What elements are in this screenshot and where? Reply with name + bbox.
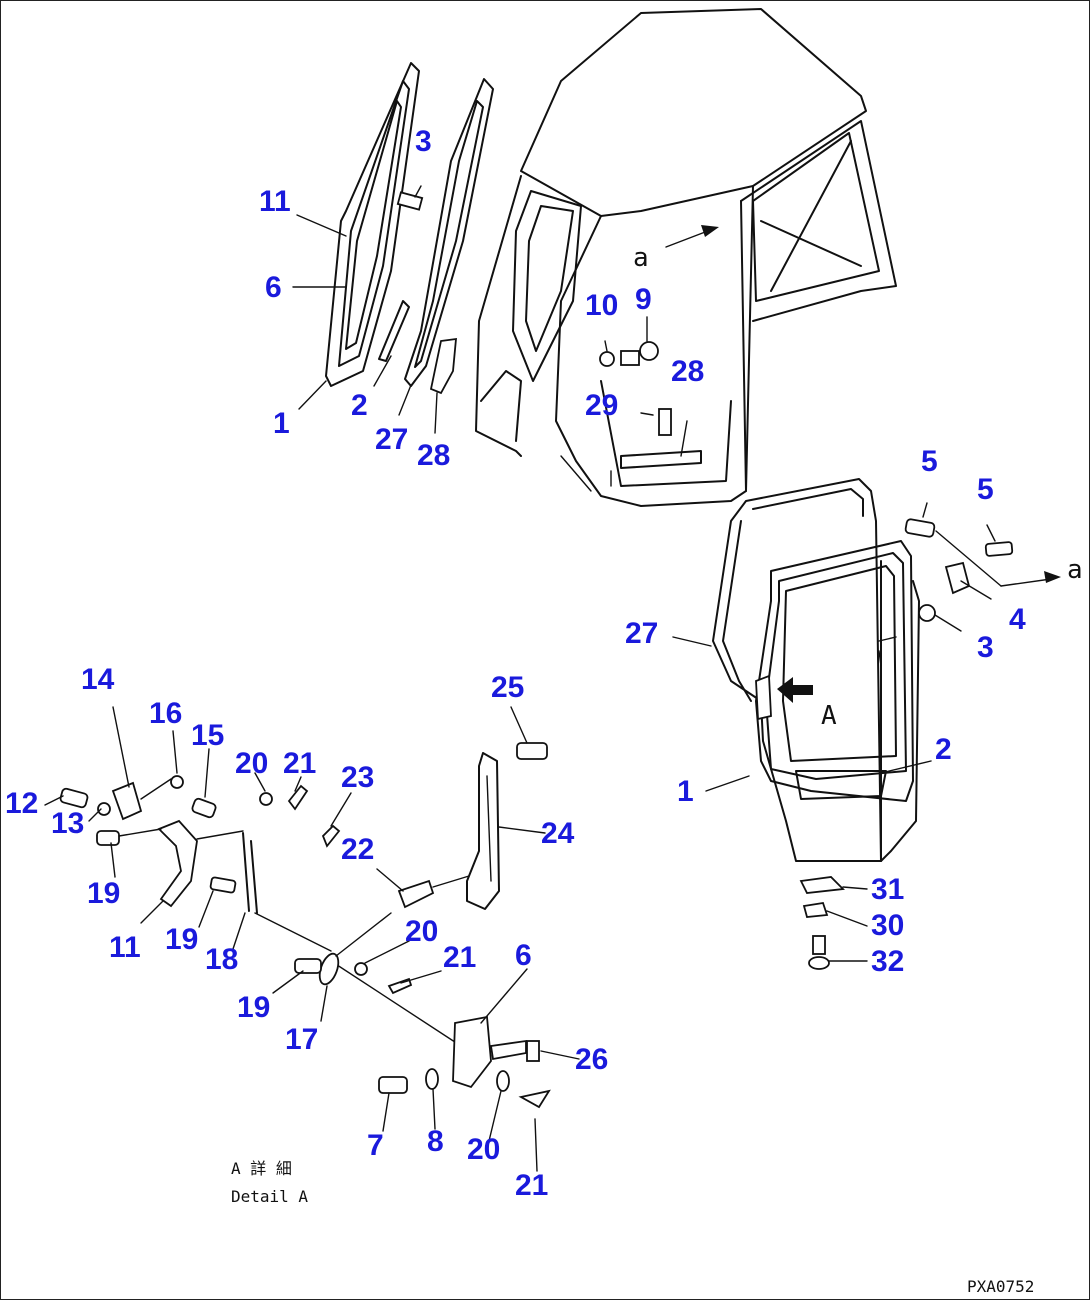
view-arrow-A — [777, 677, 813, 703]
callout-21-b: 21 — [443, 941, 477, 974]
right-door — [712, 478, 920, 862]
right-door-hardware — [672, 502, 1061, 792]
detail-caption-en: Detail A — [231, 1187, 309, 1206]
detail-a-leaders — [44, 706, 580, 1172]
callout-21: 21 — [283, 747, 317, 780]
callout-8: 8 — [427, 1125, 444, 1158]
callout-19-c: 19 — [237, 991, 271, 1024]
callout-21-c: 21 — [515, 1169, 549, 1202]
drawing-code: PXA0752 — [967, 1277, 1035, 1296]
callout-27: 27 — [375, 423, 409, 456]
callout-28-cab: 28 — [671, 355, 705, 388]
callout-22: 22 — [341, 833, 375, 866]
callout-17: 17 — [285, 1023, 319, 1056]
callout-19-b: 19 — [165, 923, 199, 956]
bolt-3-upper — [396, 185, 424, 211]
callout-4: 4 — [1009, 603, 1026, 636]
callout-31: 31 — [871, 873, 905, 906]
callout-14: 14 — [81, 663, 115, 696]
callout-9: 9 — [635, 283, 652, 316]
lower-hinge-parts — [799, 876, 868, 970]
callout-20-c: 20 — [467, 1133, 501, 1166]
callout-19: 19 — [87, 877, 121, 910]
ref-arrow-a-cab — [665, 225, 719, 248]
callout-15: 15 — [191, 719, 225, 752]
callout-29: 29 — [585, 389, 619, 422]
view-arrow-A-label: A — [821, 701, 837, 731]
cab-frame — [475, 8, 897, 507]
detail-a-linkage — [59, 742, 551, 1109]
callout-5: 5 — [921, 445, 938, 478]
ref-letter-a-cab: a — [633, 243, 649, 273]
callout-26: 26 — [575, 1043, 609, 1076]
callout-25: 25 — [491, 671, 525, 704]
callout-24: 24 — [541, 817, 575, 850]
callout-3: 3 — [415, 125, 432, 158]
callout-27-door: 27 — [625, 617, 659, 650]
callout-32: 32 — [871, 945, 905, 978]
callout-23: 23 — [341, 761, 375, 794]
detail-caption-jp: A 詳 細 — [231, 1159, 292, 1178]
callout-13: 13 — [51, 807, 85, 840]
callout-10: 10 — [585, 289, 619, 322]
upper-leaders — [292, 214, 438, 434]
callout-18: 18 — [205, 943, 239, 976]
upper-door-glass-assembly — [325, 62, 494, 395]
ref-letter-a-door: a — [1067, 555, 1083, 585]
callout-30: 30 — [871, 909, 905, 942]
callout-5-b: 5 — [977, 473, 994, 506]
callout-6: 6 — [265, 271, 282, 304]
callout-3-door: 3 — [977, 631, 994, 664]
callout-11-detail: 11 — [109, 931, 141, 964]
callout-1: 1 — [273, 407, 290, 440]
callout-20-b: 20 — [405, 915, 439, 948]
callout-16: 16 — [149, 697, 183, 730]
callout-2-door: 2 — [935, 733, 952, 766]
callout-2: 2 — [351, 389, 368, 422]
callout-11: 11 — [259, 185, 291, 218]
callout-28: 28 — [417, 439, 451, 472]
callout-20: 20 — [235, 747, 269, 780]
callout-12: 12 — [5, 787, 39, 820]
callout-6-detail: 6 — [515, 939, 532, 972]
cab-fasteners — [599, 316, 688, 457]
callout-7: 7 — [367, 1129, 384, 1162]
callout-1-door: 1 — [677, 775, 694, 808]
